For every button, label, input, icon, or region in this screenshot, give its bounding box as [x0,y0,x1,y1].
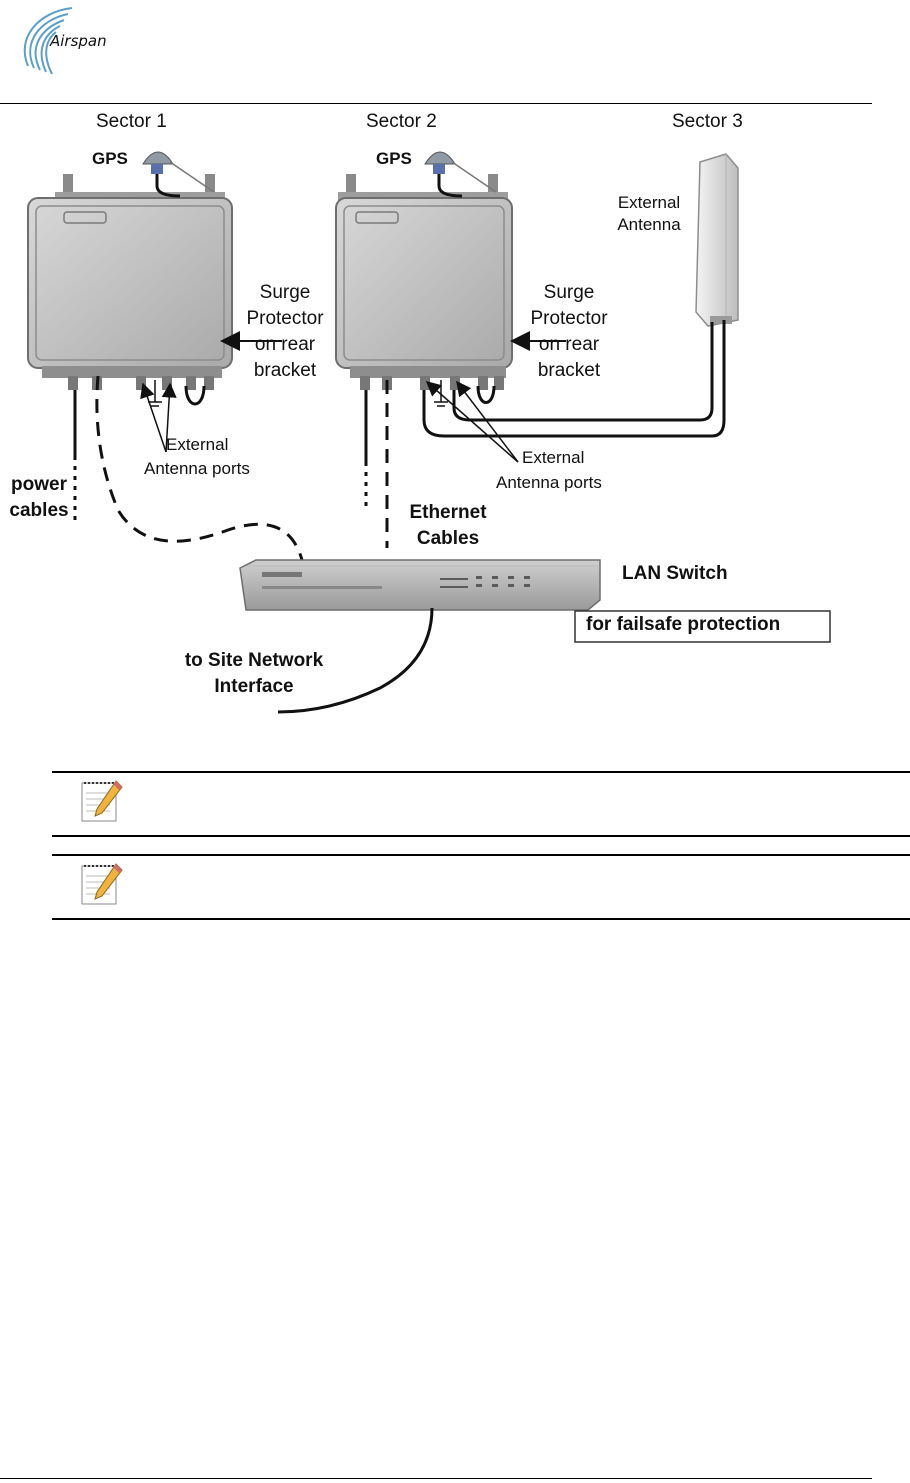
diagram-graphics [27,151,831,714]
surge-protector-label-1: Surge Protector on rear bracket [246,282,324,381]
note-top-rule [52,771,910,773]
notepad-pencil-icon [76,858,124,906]
airspan-swoosh-icon [23,7,73,75]
footer-rule [0,1478,872,1479]
ethernet-cables-label: Ethernet Cables [409,502,487,549]
note-top-rule [52,854,910,856]
failsafe-label: for failsafe protection [586,614,781,635]
external-antenna-label: External Antenna [617,193,681,234]
sector-3-antenna [695,153,739,327]
note-bottom-rule [52,835,910,837]
airspan-logo: Airspan [10,2,150,80]
gps-label-sector-2: GPS [376,149,412,168]
lan-switch-label: LAN Switch [622,563,728,584]
installation-diagram: Sector 1 Sector 2 Sector 3 GPS GPS Exter… [0,104,910,734]
sector-3-label: Sector 3 [672,111,743,132]
note-box [52,771,910,837]
sector-2-unit [335,151,513,407]
sector-1-label: Sector 1 [96,111,167,132]
note-bottom-rule [52,918,910,920]
external-antenna-ports-label-2: External [522,448,585,467]
power-cables-label: power cables [9,474,69,521]
surge-protector-label-2: Surge Protector on rear bracket [530,282,608,381]
note-box [52,854,910,920]
lan-switch-device [239,559,601,611]
external-antenna-ports-label-2b: Antenna ports [496,473,602,492]
header-rule [0,103,872,104]
gps-label-sector-1: GPS [92,149,128,168]
external-antenna-ports-label-1: External [166,435,229,454]
site-network-label: to Site Network Interface [184,650,324,697]
external-antenna-ports-label-1b: Antenna ports [144,459,250,478]
notepad-pencil-icon [76,775,124,823]
sector-2-label: Sector 2 [366,111,437,132]
logo-wordmark: Airspan [50,32,107,50]
sector-1-unit [27,151,233,407]
